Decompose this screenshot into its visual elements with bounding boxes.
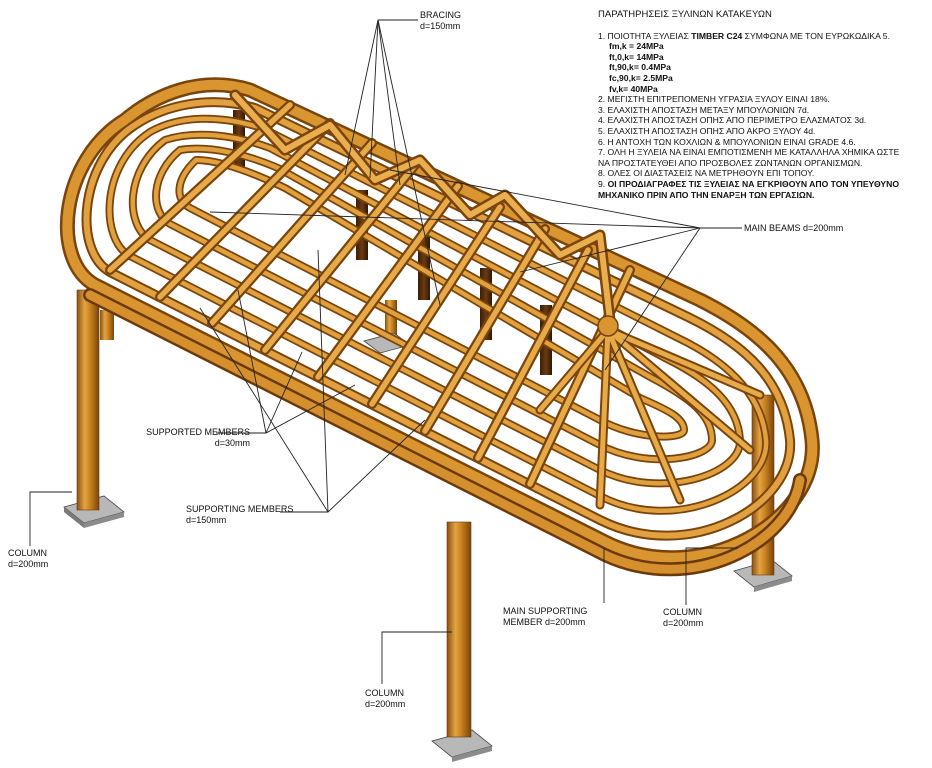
note-item: 8. ΟΛΕΣ ΟΙ ΔΙΑΣΤΑΣΕΙΣ ΝΑ ΜΕΤΡΗΘΟΥΝ ΕΠΙ Τ… bbox=[598, 168, 815, 179]
note-prop: fc,90,k= 2.5MPa bbox=[609, 72, 673, 83]
label-main-beams: MAIN BEAMS d=200mm bbox=[744, 223, 844, 233]
note-item: 5. ΕΛΑΧΙΣΤΗ ΑΠΟΣΤΑΣΗ ΟΠΗΣ ΑΠΟ ΑΚΡΟ ΞΥΛΟΥ… bbox=[598, 125, 816, 136]
column-front bbox=[446, 521, 472, 738]
note-item: 7. ΟΛΗ Η ΞΥΛΕΙΑ ΝΑ ΕΙΝΑΙ ΕΜΠΟΤΙΣΜΕΝΗ ΜΕ … bbox=[598, 147, 900, 158]
timber-notes: ΠΑΡΑΤΗΡΗΣΕΙΣ ΞΥΛΙΝΩΝ ΚΑΤΑΚΕΥΩΝ 1. ΠΟΙΟΤΗ… bbox=[598, 9, 928, 200]
note-item: 4. ΕΛΑΧΙΣΤΗ ΑΠΟΣΤΑΣΗ ΟΠΗΣ ΑΠΟ ΠΕΡΙΜΕΤΡΟ … bbox=[598, 115, 867, 126]
column-left bbox=[76, 289, 100, 511]
note-item: 2. ΜΕΓΙΣΤΗ ΕΠΙΤΡΕΠΟΜΕΝΗ ΥΓΡΑΣΙΑ ΞΥΛΟΥ ΕΙ… bbox=[598, 94, 830, 105]
column-left-inner bbox=[100, 310, 114, 340]
note-prop: ft,0,k= 14MPa bbox=[609, 51, 664, 62]
note-item: ΝΑ ΠΡΟΣΤΑΤΕΥΘΕΙ ΑΠΟ ΠΡΟΣΒΟΛΕΣ ΖΩΝΤΑΝΩΝ Ο… bbox=[598, 157, 863, 168]
label-supporting-members: SUPPORTING MEMBERS d=150mm bbox=[186, 504, 294, 525]
label-column-left: COLUMN d=200mm bbox=[8, 548, 49, 569]
ridge-cap bbox=[597, 315, 619, 337]
note-9-cont: ΜΗΧΑΝΙΚΟ ΠΡΙΝ ΑΠΟ ΤΗΝ ΕΝΑΡΞΗ ΤΩΝ ΕΡΓΑΣΙΩ… bbox=[598, 189, 815, 200]
transverse-rafters-hl bbox=[107, 102, 633, 487]
notes-title: ΠΑΡΑΤΗΡΗΣΕΙΣ ΞΥΛΙΝΩΝ ΚΑΤΑΚΕΥΩΝ bbox=[598, 9, 772, 20]
ridge-bracing-hl bbox=[232, 92, 613, 323]
note-9: 9. ΟΙ ΠΡΟΔΙΑΓΡΑΦΕΣ ΤΙΣ ΞΥΛΕΙΑΣ ΝΑ ΕΓΚΡΙΘ… bbox=[598, 178, 900, 189]
label-main-supporting-member: MAIN SUPPORTING MEMBER d=200mm bbox=[503, 606, 588, 627]
note-item: 6. Η ΑΝΤΟΧΗ ΤΩΝ ΚΟΧΛΙΩΝ & ΜΠΟΥΛΟΝΙΩΝ ΕΙΝ… bbox=[598, 136, 856, 147]
leader-lines bbox=[29, 19, 742, 684]
label-supported-members: SUPPORTED MEMBERS d=30mm bbox=[146, 427, 250, 448]
radial-members-hl bbox=[537, 327, 763, 508]
note-prop: fm,k = 24MPa bbox=[609, 41, 664, 52]
note-1: 1. ΠΟΙΟΤΗΤΑ ΞΥΛΕΙΑΣ TIMBER C24 ΣΥΜΦΩΝΑ Μ… bbox=[598, 30, 890, 41]
label-column-front: COLUMN d=200mm bbox=[365, 688, 406, 709]
note-prop: fv,k= 40MPa bbox=[609, 83, 658, 94]
canopy bbox=[60, 77, 820, 577]
note-item: 3. ΕΛΑΧΙΣΤΗ ΑΠΟΣΤΑΣΗ ΜΕΤΑΞΥ ΜΠΟΥΛΟΝΙΩΝ 7… bbox=[598, 104, 810, 115]
note-prop: ft,90,k= 0.4MPa bbox=[609, 62, 671, 73]
label-column-right: COLUMN d=200mm bbox=[663, 607, 704, 628]
label-bracing: BRACING d=150mm bbox=[420, 10, 462, 31]
